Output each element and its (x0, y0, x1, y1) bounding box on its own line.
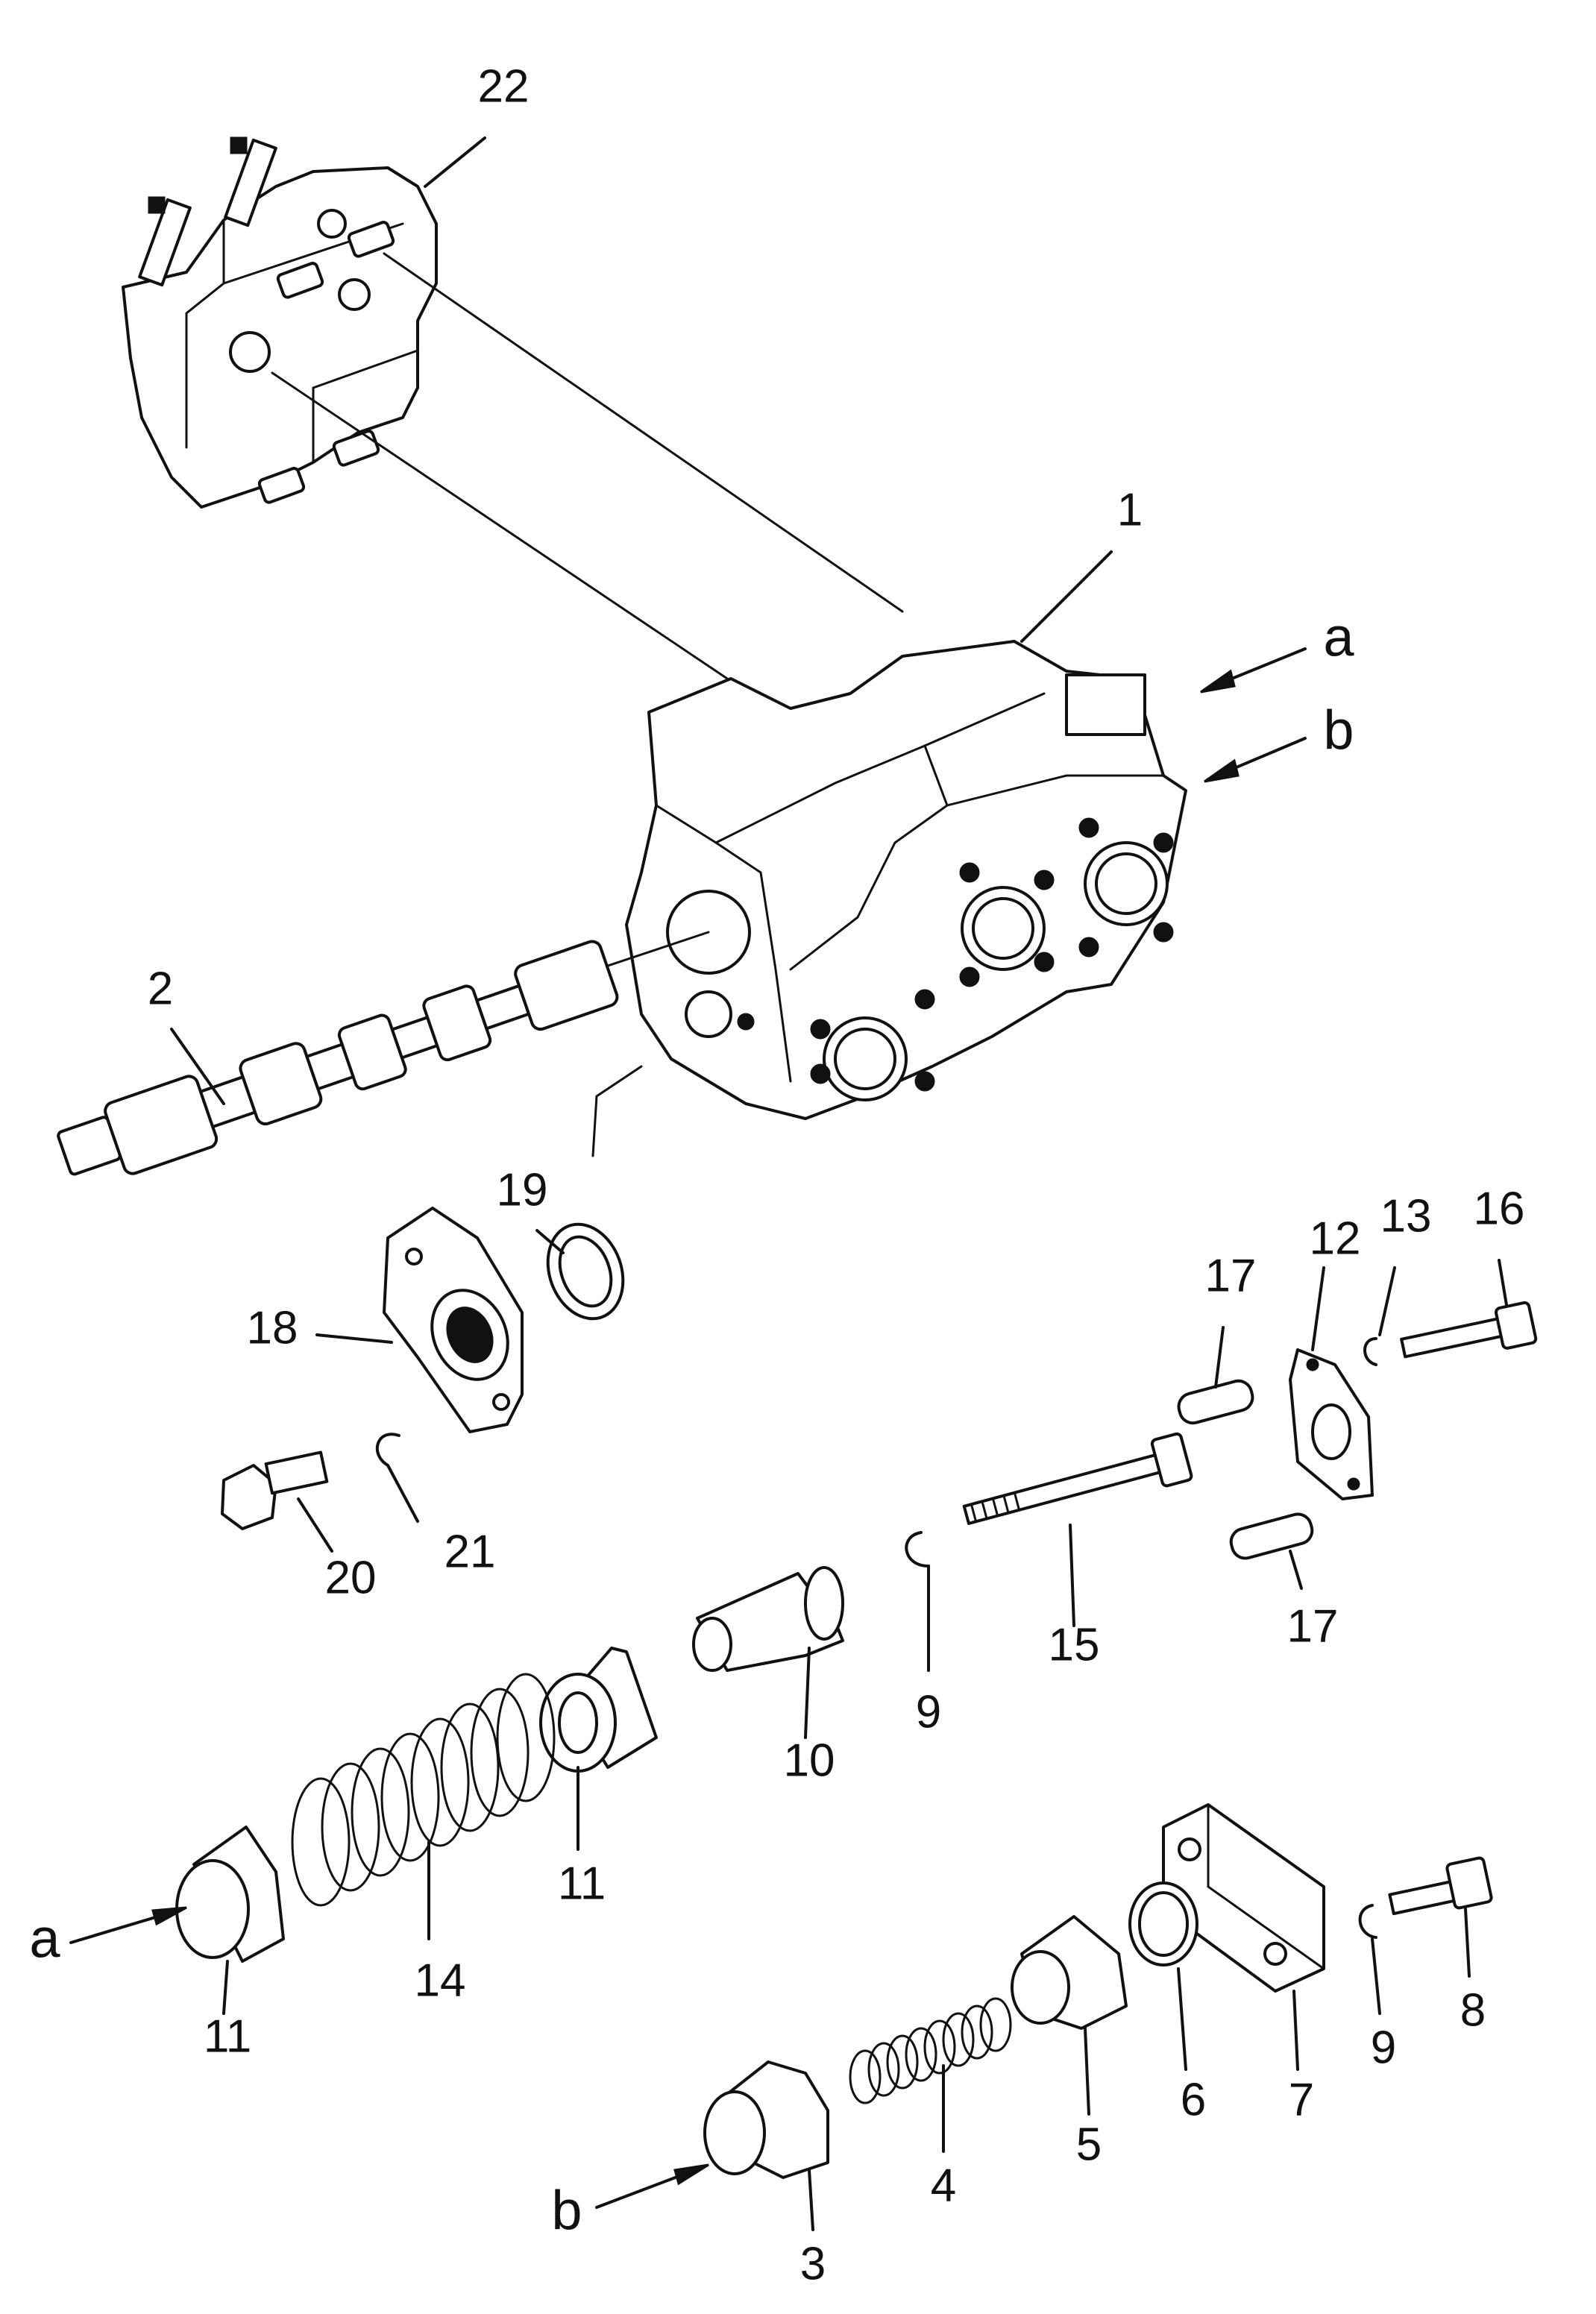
label-leaders (170, 136, 1508, 2231)
callout-14: 14 (415, 1955, 466, 2006)
callout-17-upper: 17 (1205, 1250, 1257, 1301)
callout-13: 13 (1380, 1190, 1432, 1242)
callout-15: 15 (1049, 1619, 1100, 1670)
part-16-bolt (1400, 1301, 1538, 1359)
part-12-plate (1289, 1348, 1374, 1500)
part-20-bolt (221, 1450, 329, 1530)
part-1-valve-body (625, 640, 1187, 1120)
section-mark-a-bottom: a (29, 1908, 60, 1969)
part-11-cup-upper (539, 1647, 658, 1773)
callout-6: 6 (1181, 2074, 1206, 2125)
callout-5: 5 (1076, 2119, 1102, 2170)
callout-22: 22 (478, 60, 530, 112)
callout-3: 3 (800, 2238, 826, 2289)
part-21-snap-ring (375, 1433, 400, 1467)
callout-2: 2 (148, 963, 173, 1014)
leader-line (383, 252, 904, 613)
callout-19: 19 (497, 1164, 548, 1216)
part-9-snap-ring-lower (1358, 1904, 1377, 1939)
part-17-pin-lower (1229, 1512, 1314, 1560)
part-5-piston (1011, 1915, 1128, 2030)
part-4-spring-small (849, 1997, 1012, 2104)
callout-16: 16 (1474, 1183, 1525, 1234)
callout-9-lower: 9 (1371, 2022, 1396, 2073)
part-18-flange (383, 1207, 524, 1433)
part-14-spring-large (291, 1673, 556, 1907)
part-2-spool (57, 940, 619, 1176)
callout-1: 1 (1117, 484, 1143, 535)
callout-10: 10 (784, 1735, 835, 1786)
callout-9-upper: 9 (916, 1686, 941, 1738)
part-17-pin-upper (1177, 1379, 1254, 1425)
callout-20: 20 (325, 1552, 377, 1603)
part-13-snap-ring (1363, 1337, 1377, 1366)
part-6-o-ring-inner (1138, 1891, 1189, 1957)
section-mark-b-top: b (1323, 699, 1354, 761)
callout-11-lower: 11 (204, 2010, 251, 2062)
part-19-o-ring-inner (558, 1235, 613, 1308)
callout-17-lower: 17 (1287, 1600, 1339, 1652)
part-15-long-bolt (962, 1432, 1193, 1525)
part-8-bolt (1388, 1856, 1493, 1916)
part-7-bracket (1162, 1803, 1325, 1993)
section-mark-a-top: a (1323, 606, 1354, 668)
callout-8: 8 (1460, 1984, 1486, 2036)
callout-21: 21 (444, 1526, 496, 1577)
section-mark-b-bottom: b (551, 2180, 582, 2242)
part-9-snap-ring-upper (905, 1531, 930, 1568)
part-10-sleeve (692, 1566, 844, 1672)
callout-12: 12 (1310, 1213, 1361, 1264)
callout-4: 4 (931, 2160, 956, 2211)
leader-line (271, 371, 740, 688)
part-11-cup-lower (175, 1826, 285, 1963)
callout-7: 7 (1289, 2074, 1314, 2125)
part-3-plunger (703, 2060, 829, 2179)
callout-18: 18 (247, 1302, 298, 1353)
callout-11-upper: 11 (558, 1858, 606, 1909)
leader-line (591, 1065, 643, 1157)
section-arrows (69, 647, 1307, 2209)
